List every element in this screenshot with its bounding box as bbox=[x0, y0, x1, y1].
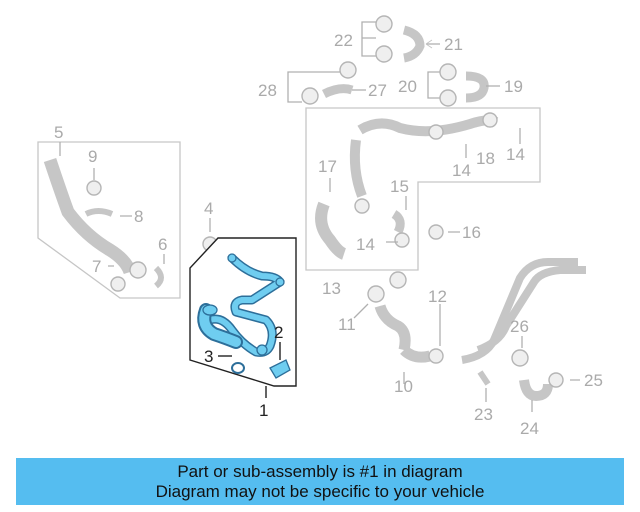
callout-1: 1 bbox=[259, 401, 268, 420]
callout-3: 3 bbox=[204, 347, 213, 366]
fitting-lower bbox=[256, 344, 268, 356]
connector-group-22-21 bbox=[361, 15, 440, 63]
callout-15: 15 bbox=[390, 177, 409, 196]
callout-9: 9 bbox=[88, 147, 97, 166]
callout-17: 17 bbox=[318, 157, 337, 176]
o-ring-3[interactable] bbox=[231, 362, 245, 374]
callout-4: 4 bbox=[204, 199, 213, 218]
notice-banner: Part or sub-assembly is #1 in diagram Di… bbox=[16, 458, 624, 505]
part-1-assembly[interactable] bbox=[189, 237, 297, 398]
banner-line-2: Diagram may not be specific to your vehi… bbox=[155, 481, 485, 501]
callout-18: 18 bbox=[476, 149, 495, 168]
callout-10: 10 bbox=[394, 377, 413, 396]
banner-line-1: Part or sub-assembly is #1 in diagram bbox=[177, 461, 463, 481]
callout-5: 5 bbox=[54, 123, 63, 142]
clip-2[interactable] bbox=[269, 359, 291, 379]
pipe-assembly-23 bbox=[461, 258, 586, 402]
callout-26: 26 bbox=[510, 317, 529, 336]
callout-labels: 1 2 3 4 5 6 7 8 9 10 11 12 13 14 14 14 1… bbox=[54, 31, 603, 438]
callout-14c: 14 bbox=[356, 235, 375, 254]
callout-7: 7 bbox=[92, 257, 101, 276]
connector-group-26-24-25 bbox=[511, 336, 580, 412]
callout-27: 27 bbox=[368, 81, 387, 100]
connector-group-20-19 bbox=[427, 63, 500, 107]
hose-assembly-box-5 bbox=[37, 141, 181, 299]
connector-group-28-27 bbox=[287, 61, 366, 105]
callout-14a: 14 bbox=[452, 161, 471, 180]
hose-assembly-10 bbox=[353, 271, 444, 384]
callout-19: 19 bbox=[504, 77, 523, 96]
callout-14b: 14 bbox=[506, 145, 525, 164]
coolant-hose bbox=[207, 255, 283, 356]
callout-22: 22 bbox=[334, 31, 353, 50]
hose-end-cap bbox=[202, 304, 218, 316]
callout-20: 20 bbox=[398, 77, 417, 96]
callout-6: 6 bbox=[158, 235, 167, 254]
callout-2: 2 bbox=[274, 323, 283, 342]
callout-28: 28 bbox=[258, 81, 277, 100]
hose-assembly-box-13 bbox=[305, 107, 541, 271]
callout-13: 13 bbox=[322, 279, 341, 298]
callout-8: 8 bbox=[134, 207, 143, 226]
callout-24: 24 bbox=[520, 419, 539, 438]
callout-25: 25 bbox=[584, 371, 603, 390]
callout-23: 23 bbox=[474, 405, 493, 424]
parts-diagram: 1 2 3 4 5 6 7 8 9 10 11 12 13 14 14 14 1… bbox=[37, 15, 603, 438]
callout-12: 12 bbox=[428, 287, 447, 306]
fitting-right bbox=[275, 277, 285, 287]
callout-11: 11 bbox=[338, 315, 356, 334]
hose-end bbox=[199, 305, 241, 347]
callout-21: 21 bbox=[444, 35, 463, 54]
fitting-upper bbox=[227, 253, 237, 263]
callout-16: 16 bbox=[462, 223, 481, 242]
